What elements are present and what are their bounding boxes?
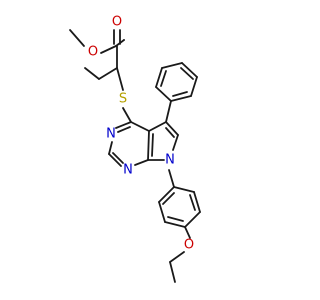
bond-ar-1-2 [158,186,175,203]
bond-alpha-ch2 [98,67,118,80]
structure-diagram: O O S N N N O [69,15,201,283]
atom-o-ester: O [88,45,98,60]
atom-s-thioether: S [119,92,127,107]
bond-c5-c6 [165,121,179,136]
atom-n3: N [106,127,116,142]
atom-n7: N [165,153,175,168]
bond-ar-3-4 [164,221,186,228]
nitrogen-label: N [106,127,116,142]
atom-o-ether: O [184,238,194,253]
bond-ph-2-3 [155,67,163,88]
oxygen-label: O [112,15,122,30]
bond-c6-n7 [172,134,179,151]
bond-methyl-o [69,29,85,47]
bond-ph-6-1-inner [172,91,188,97]
atom-o-carbonyl: O [112,15,122,30]
bond-n1-c7a [134,159,149,166]
bond-ar-6-1 [173,186,195,193]
bond-c5-c6-inner [165,127,175,138]
bonds [69,29,201,283]
molecule-canvas: O O S N N N O [69,14,201,283]
bond-ar-1-2-inner [162,192,175,205]
bond-c5-phenyl [165,100,172,123]
bond-c7a-c4a-inner [151,133,154,157]
bond-ph-5-6 [190,76,198,97]
bond-ch2-ch3 [84,67,100,80]
bond-ph-3-4 [161,62,183,69]
bond-ar-3-4-inner [167,216,184,222]
oxygen-label: O [88,45,98,60]
bond-c2-n1 [108,153,122,167]
bond-ph-6-1 [170,95,192,102]
bond-c4-n3-inner [117,126,131,133]
atom-labels: O O S N N N O [88,15,194,253]
bond-c4a-c5 [148,121,167,132]
oxygen-label: O [184,238,194,253]
nitrogen-label: N [123,163,133,178]
bond-ph-4-5-inner [180,67,194,80]
bond-ph-1-2 [155,86,172,102]
bond-alpha-s [116,67,124,91]
sulfur-label: S [119,92,127,107]
bond-o-ch2 [169,251,185,263]
bond-c7a-c4a [147,130,150,161]
bond-o-carbonyl-c [100,45,117,54]
bond-n7-aryl [168,169,175,188]
bond-ar-4-5 [184,211,201,228]
bond-c4a-c4 [130,121,150,132]
bond-c4-n3 [115,121,132,129]
bond-ar-5-6 [193,191,201,213]
bond-ph-2-3-inner [160,70,167,87]
bond-ar-2-3 [158,201,166,223]
bond-s-c4 [122,107,132,123]
bond-ch2-ch3-ethoxy [169,261,176,283]
atom-n1: N [123,163,133,178]
bond-ar-5-6-inner [189,194,196,211]
nitrogen-label: N [165,153,175,168]
bond-ph-4-5 [181,62,198,78]
bond-c2-n1-inner [112,152,124,164]
bond-ar-o [184,226,191,239]
bond-n3-c2 [108,141,113,155]
